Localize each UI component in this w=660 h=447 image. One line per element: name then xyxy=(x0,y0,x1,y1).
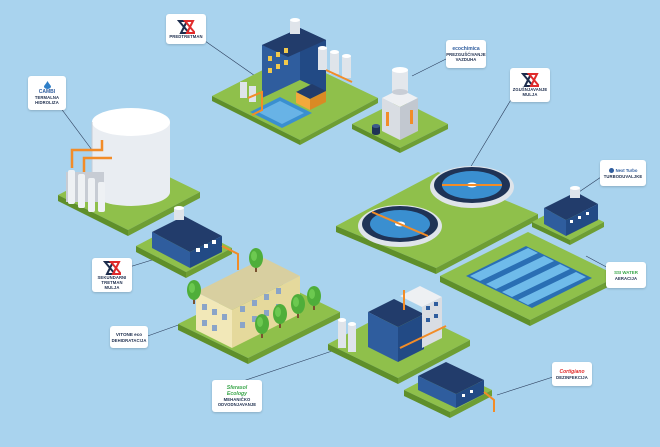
water-drop-icon xyxy=(43,81,51,89)
tile-thermal-hydrolysis xyxy=(58,108,200,236)
callout-aeracija: SSI WATER AERACIJA xyxy=(606,262,646,288)
callout-brand: Cortigiano xyxy=(559,368,585,375)
callout-brand: SSI WATER xyxy=(614,269,638,275)
tile-turbo-blowers xyxy=(532,186,604,245)
callout-label: SEKUNDARNI TRETMAN MULJA xyxy=(97,274,127,290)
tile-air-thickening xyxy=(352,67,448,153)
tile-secondary-sludge xyxy=(136,206,239,278)
ssi-logo-icon: SSI WATER xyxy=(614,270,638,276)
callout-label: DEZINFEKCIJA xyxy=(556,374,588,380)
tile-thickening-clarifiers xyxy=(336,166,538,274)
tile-predtretman xyxy=(212,18,378,145)
text-logo-icon: VITONE eco xyxy=(116,332,142,338)
callout-label: PREDTRETMAN xyxy=(169,33,203,39)
callout-cambi: CAMBI TERMALNA HIDROLIZA xyxy=(28,76,66,110)
callout-label: AERACIJA xyxy=(614,275,638,281)
callout-label: MEHANIČKO ODVODNJAVANJE xyxy=(217,397,257,407)
ecochimica-logo-icon: ecochimica xyxy=(452,46,479,52)
text-logo-icon: Sferasol Ecology xyxy=(227,385,247,397)
callout-brand: ecochimica xyxy=(452,46,480,52)
callout-brand: Sferasol Ecology xyxy=(226,385,248,397)
zz-logo-icon xyxy=(177,19,195,34)
dot-logo-icon: Next Turbo xyxy=(608,167,638,174)
callout-vitone: VITONE eco DEHIDRATACIJA xyxy=(110,326,148,348)
callout-brand: VITONE eco xyxy=(115,331,143,337)
callout-ecochimica: ecochimica PREZGUŠĆIVANJE VAZDUHA xyxy=(446,40,486,68)
callout-brand: CAMBI xyxy=(38,89,56,95)
callout-brand: Next Turbo xyxy=(615,167,638,173)
tile-mechanical-dewatering xyxy=(328,286,470,384)
callout-zgusnjavanje: ZGUŠNJAVANJE MULJA xyxy=(510,68,550,102)
callout-label: DEHIDRATACIJA xyxy=(111,337,147,343)
callout-turboduvaljke: Next Turbo TURBODUVALJKE xyxy=(600,160,646,186)
callout-cortigiano: Cortigiano DEZINFEKCIJA xyxy=(552,362,592,386)
red-logo-icon: Cortigiano xyxy=(560,369,585,375)
callout-label: TERMALNA HIDROLIZA xyxy=(34,95,60,105)
callout-label: ZGUŠNJAVANJE MULJA xyxy=(512,87,548,97)
callout-sekundarni: SEKUNDARNI TRETMAN MULJA xyxy=(92,258,132,292)
tile-dewatering xyxy=(178,248,340,364)
callout-sferasol: Sferasol Ecology MEHANIČKO ODVODNJAVANJE xyxy=(212,380,262,412)
tile-aeration-basins xyxy=(440,232,618,326)
zz-logo-icon xyxy=(521,73,539,87)
callout-predtretman: PREDTRETMAN xyxy=(166,14,206,44)
tile-disinfection xyxy=(404,362,495,418)
zz-logo-icon xyxy=(103,260,121,275)
callout-label: TURBODUVALJKE xyxy=(603,173,643,179)
callout-label: PREZGUŠĆIVANJE VAZDUHA xyxy=(446,52,486,62)
